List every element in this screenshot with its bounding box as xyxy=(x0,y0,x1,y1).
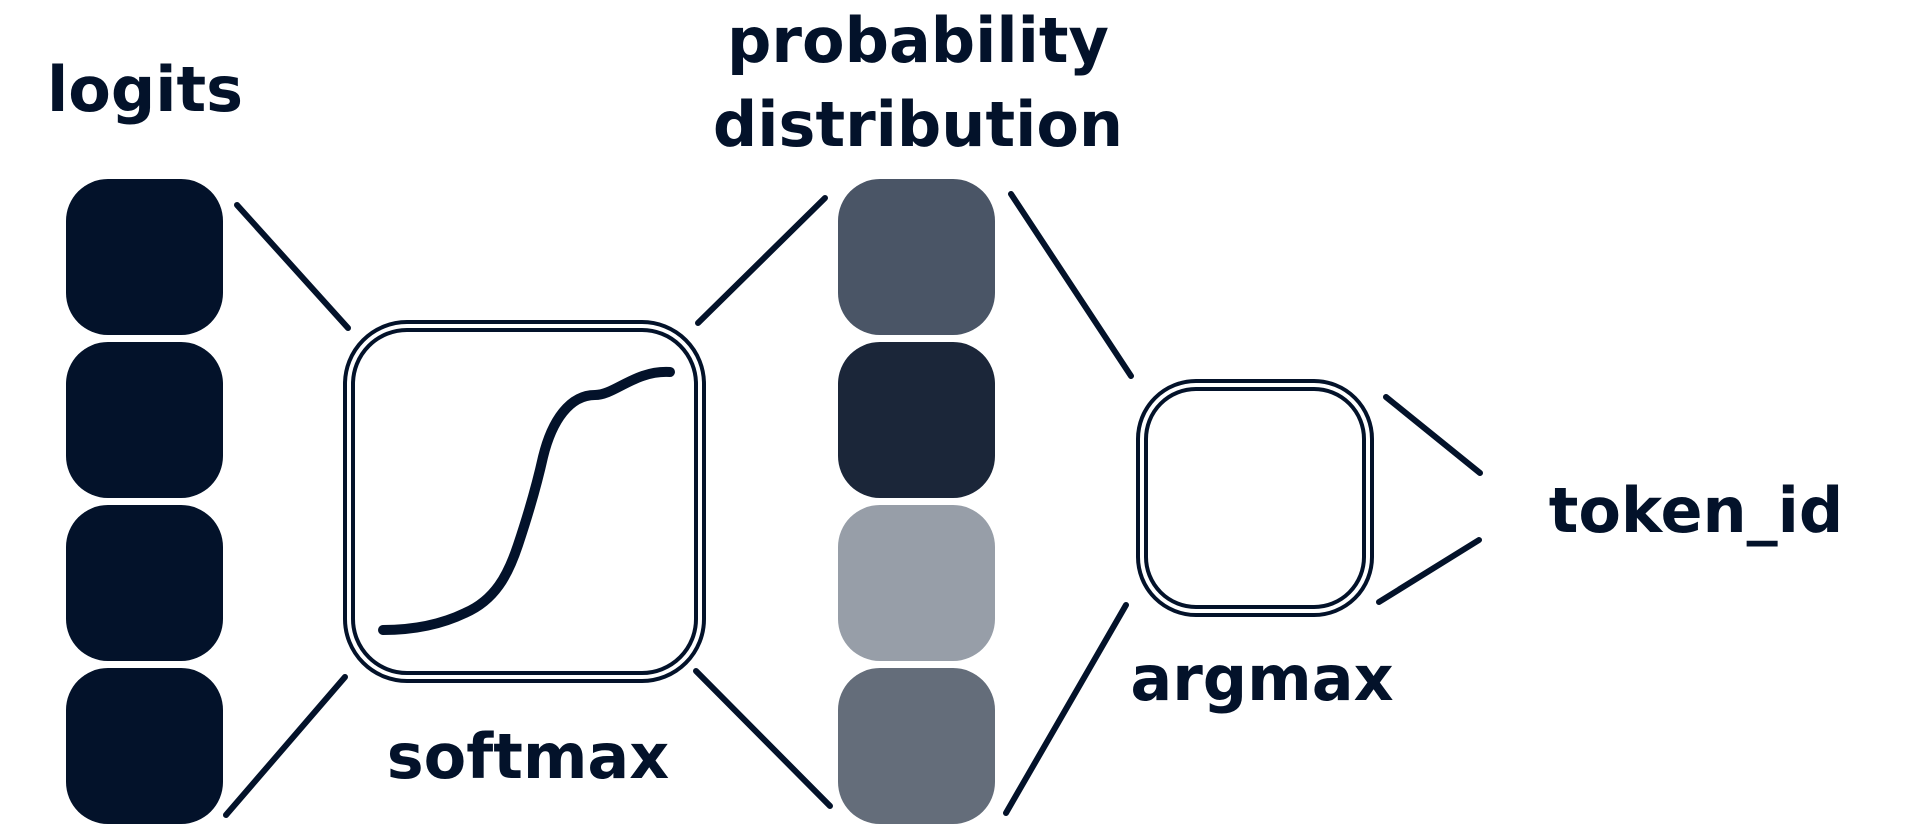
argmax-box-inner xyxy=(1144,387,1366,609)
softmax-box xyxy=(343,320,706,683)
token-id-label: token_id xyxy=(1549,474,1844,547)
probability-distribution-label-line2: distribution xyxy=(713,88,1123,161)
connector-logits-to-softmax-bottom xyxy=(223,674,348,818)
logit-block xyxy=(66,668,223,824)
connector-softmax-to-prob-top xyxy=(695,195,828,326)
connector-logits-to-softmax-top xyxy=(234,202,351,331)
logits-label: logits xyxy=(47,53,243,126)
argmax-box-outer xyxy=(1136,379,1374,617)
probability-block xyxy=(838,505,995,661)
softmax-label: softmax xyxy=(387,720,670,793)
argmax-box xyxy=(1136,379,1374,617)
probability-block-highest xyxy=(838,342,995,498)
probability-distribution-label-line1: probability xyxy=(727,4,1109,77)
connector-argmax-to-token-top xyxy=(1383,394,1483,476)
argmax-label: argmax xyxy=(1130,642,1393,715)
probability-distribution-column xyxy=(838,179,995,824)
connector-softmax-to-prob-bottom xyxy=(693,668,833,809)
connectors xyxy=(223,191,1483,818)
logits-column xyxy=(66,179,223,824)
softmax-box-inner xyxy=(351,328,698,675)
logit-block xyxy=(66,179,223,335)
connector-prob-to-argmax-bottom xyxy=(1003,602,1129,816)
softmax-box-outer xyxy=(343,320,706,683)
sigmoid-curve-icon xyxy=(378,366,675,635)
logit-block xyxy=(66,505,223,661)
probability-block xyxy=(838,179,995,335)
connector-prob-to-argmax-top xyxy=(1008,191,1134,379)
probability-block xyxy=(838,668,995,824)
logit-block xyxy=(66,342,223,498)
connector-argmax-to-token-bottom xyxy=(1376,537,1482,605)
